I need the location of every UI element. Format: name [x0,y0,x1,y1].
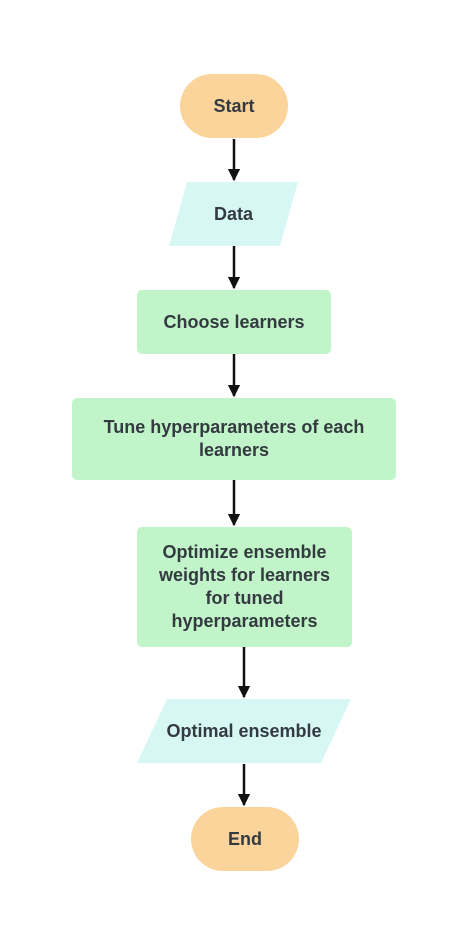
start-label: Start [213,95,255,116]
optimal-ensemble-parallelogram [137,699,351,763]
choose-learners-label: Choose learners [163,311,305,332]
optimal-ensemble-label: Optimal ensemble [166,720,322,741]
optimize-weights-node: Optimize ensemble weights for learners f… [137,527,352,647]
data-node: Data [169,182,298,246]
start-node: Start [180,74,288,138]
tune-hyperparameters-label: Tune hyperparameters of each learners [103,417,365,460]
optimize-weights-label: Optimize ensemble weights for learners f… [158,542,331,631]
end-node: End [191,807,299,871]
tune-hyperparameters-node: Tune hyperparameters of each learners [72,398,396,480]
choose-learners-node: Choose learners [137,290,331,354]
optimal-ensemble-node: Optimal ensemble [137,699,351,763]
end-label: End [228,828,262,849]
data-parallelogram [169,182,298,246]
data-label: Data [213,203,253,224]
